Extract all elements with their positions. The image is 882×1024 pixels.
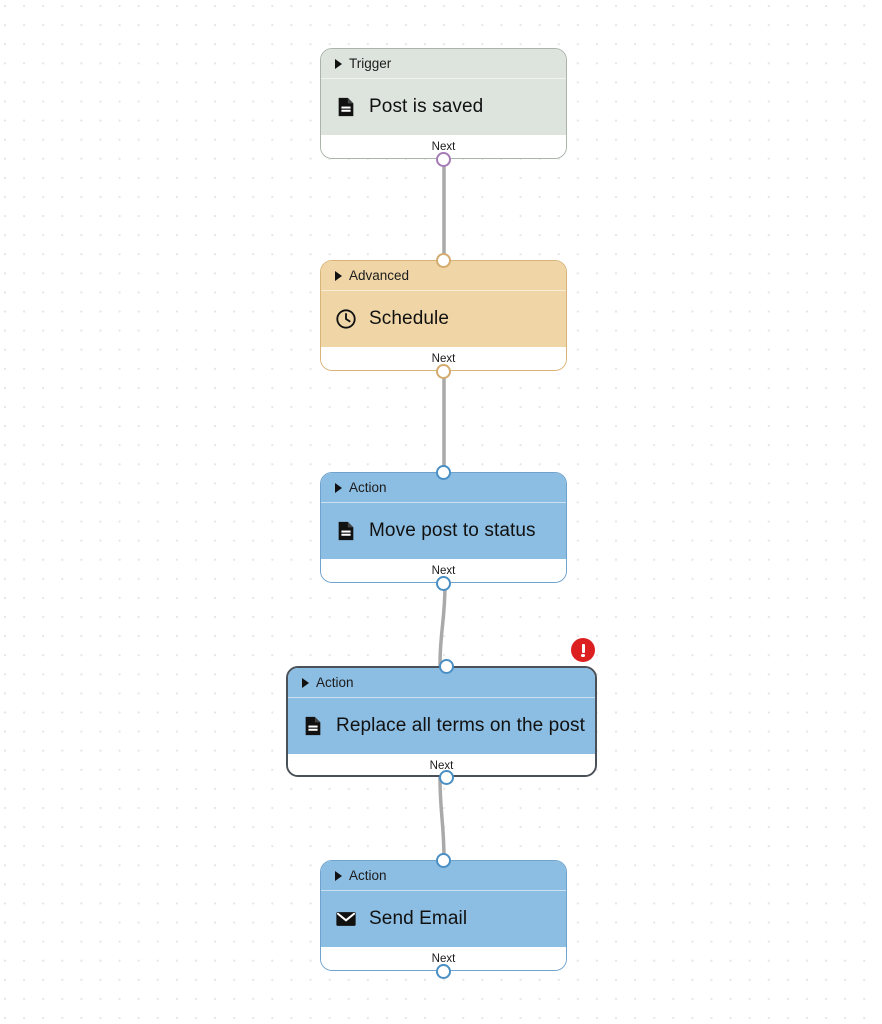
node-next-label[interactable]: Next bbox=[321, 947, 566, 970]
node-header[interactable]: Trigger bbox=[321, 49, 566, 79]
node-title: Post is saved bbox=[369, 96, 484, 117]
node-output-port[interactable] bbox=[439, 769, 454, 785]
clock-icon bbox=[336, 309, 356, 329]
connector-line bbox=[438, 776, 446, 861]
caret-right-icon[interactable] bbox=[302, 677, 309, 688]
node-next-label[interactable]: Next bbox=[321, 135, 566, 158]
caret-right-icon[interactable] bbox=[335, 270, 342, 281]
node-input-port[interactable] bbox=[436, 252, 451, 268]
node-title: Move post to status bbox=[369, 520, 536, 541]
node-output-port[interactable] bbox=[436, 963, 451, 979]
caret-right-icon[interactable] bbox=[335, 482, 342, 493]
node-next-label[interactable]: Next bbox=[321, 347, 566, 370]
node-output-port[interactable] bbox=[436, 363, 451, 379]
document-icon bbox=[305, 716, 321, 736]
node-title: Replace all terms on the post bbox=[336, 715, 585, 736]
node-next-label[interactable]: Next bbox=[288, 754, 595, 775]
node-input-port[interactable] bbox=[439, 658, 454, 674]
envelope-icon bbox=[336, 912, 356, 926]
document-icon bbox=[338, 97, 354, 117]
caret-right-icon[interactable] bbox=[335, 58, 342, 69]
node-input-port[interactable] bbox=[436, 852, 451, 868]
exclamation-dot bbox=[581, 653, 585, 657]
node-input-port[interactable] bbox=[436, 464, 451, 480]
node-body[interactable]: Schedule bbox=[321, 291, 566, 347]
node-body[interactable]: Move post to status bbox=[321, 503, 566, 559]
node-next-label[interactable]: Next bbox=[321, 559, 566, 582]
node-title: Send Email bbox=[369, 908, 468, 929]
node-body[interactable]: Post is saved bbox=[321, 79, 566, 135]
node-header-label: Action bbox=[316, 675, 354, 690]
node-output-port[interactable] bbox=[436, 151, 451, 167]
node-body[interactable]: Send Email bbox=[321, 891, 566, 947]
node-header-label: Action bbox=[349, 480, 387, 495]
node-header-label: Advanced bbox=[349, 268, 410, 283]
error-icon[interactable] bbox=[571, 638, 595, 662]
document-icon bbox=[338, 521, 354, 541]
node-body[interactable]: Replace all terms on the post bbox=[288, 698, 595, 754]
exclamation-stroke bbox=[581, 644, 585, 653]
node-title: Schedule bbox=[369, 308, 450, 329]
node-header-label: Trigger bbox=[349, 56, 392, 71]
connector-line bbox=[438, 582, 447, 667]
node-header-label: Action bbox=[349, 868, 387, 883]
node-header[interactable]: Action bbox=[288, 668, 595, 698]
caret-right-icon[interactable] bbox=[335, 870, 342, 881]
node-output-port[interactable] bbox=[436, 575, 451, 591]
